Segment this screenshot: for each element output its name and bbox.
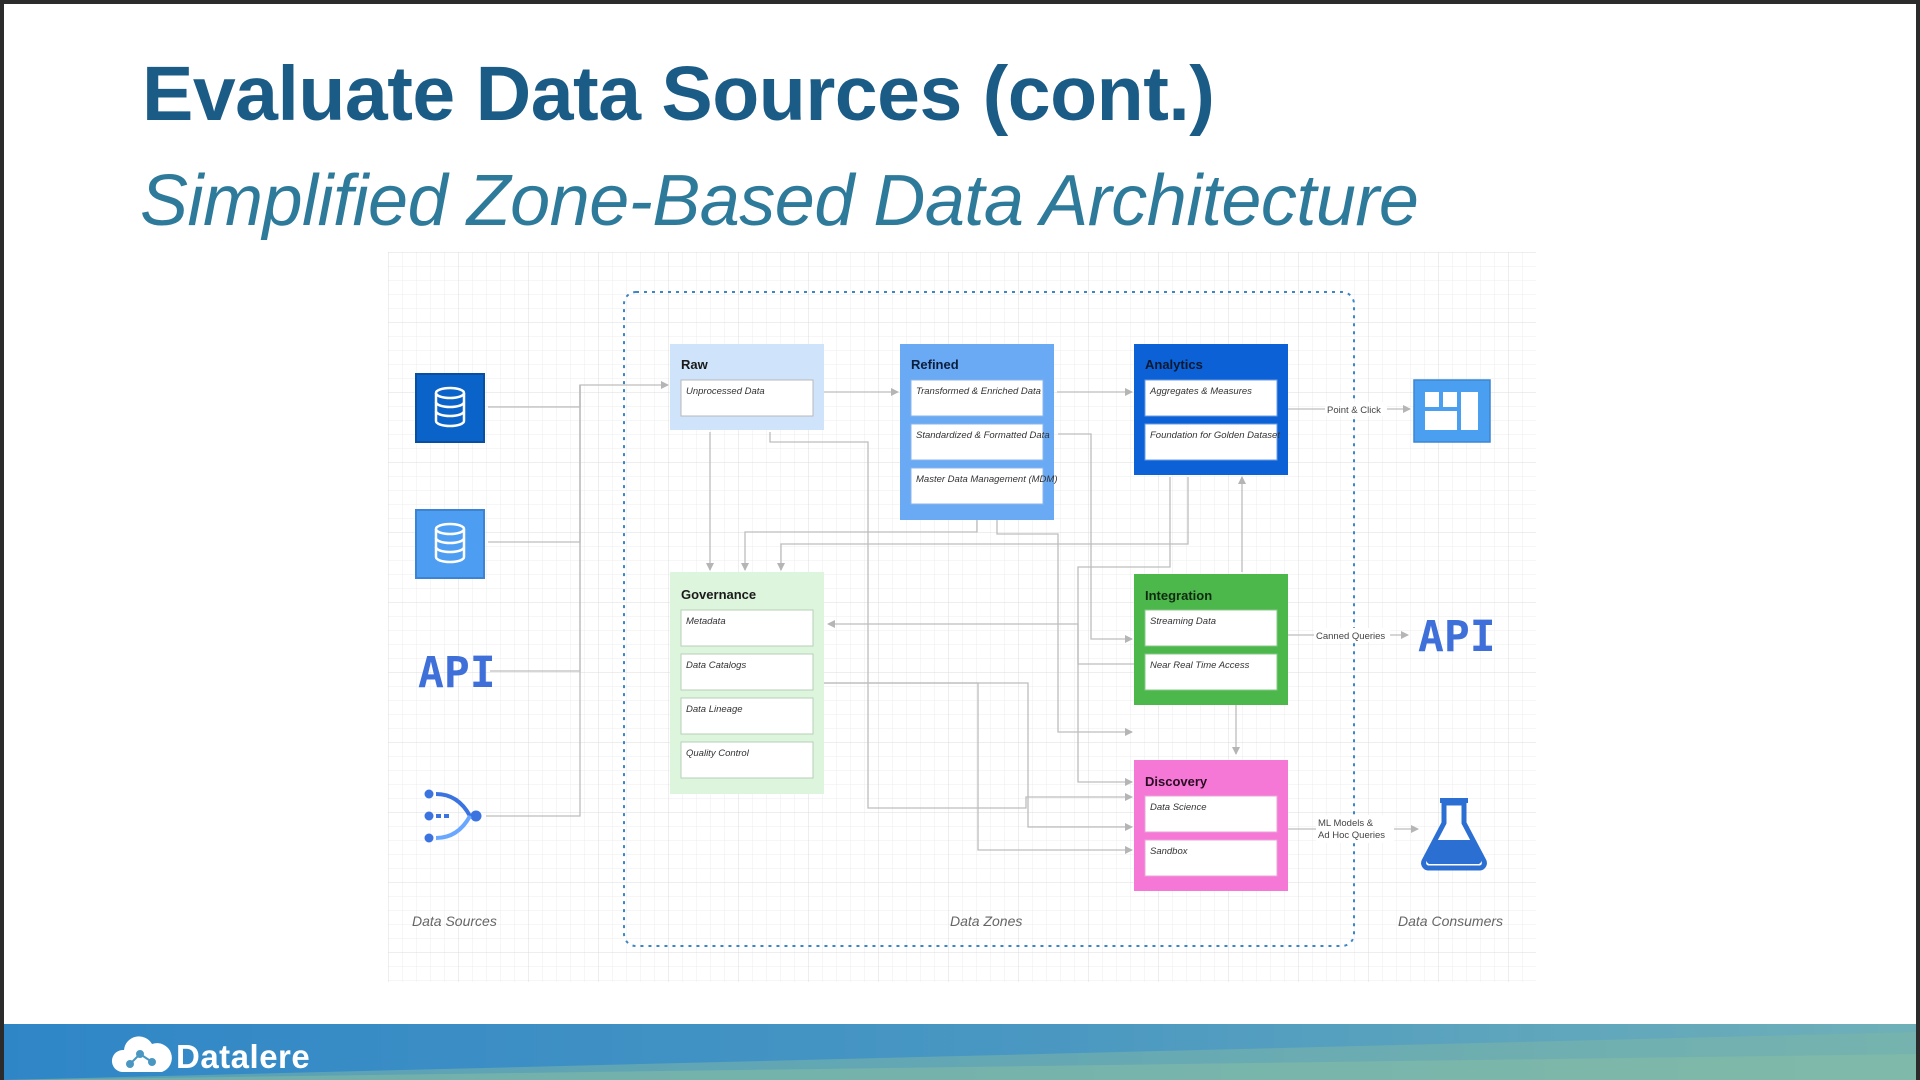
zone-integration-item: Near Real Time Access — [1150, 660, 1250, 671]
stream-icon — [424, 789, 482, 843]
zone-integration-title: Integration — [1145, 588, 1212, 603]
zone-analytics-title: Analytics — [1145, 357, 1203, 372]
zone-raw-item: Unprocessed Data — [686, 386, 765, 397]
source-api-icon: API — [418, 648, 496, 698]
zone-raw: Raw Unprocessed Data — [670, 344, 824, 430]
zone-discovery-item: Data Science — [1150, 802, 1207, 813]
edge-label-ml-models: ML Models & — [1318, 818, 1374, 829]
zone-analytics-item: Foundation for Golden Dataset — [1150, 430, 1280, 441]
source-database-secondary — [415, 509, 485, 579]
dashboard-icon — [1413, 379, 1491, 443]
zone-analytics-item: Aggregates & Measures — [1149, 386, 1252, 397]
zone-refined-item: Standardized & Formatted Data — [916, 430, 1050, 441]
label-data-zones: Data Zones — [950, 913, 1022, 929]
zone-integration: Integration Streaming Data Near Real Tim… — [1134, 574, 1288, 705]
label-data-consumers: Data Consumers — [1398, 913, 1503, 929]
zone-governance-title: Governance — [681, 587, 756, 602]
zone-governance-item: Quality Control — [686, 748, 750, 759]
edge-label-point-click: Point & Click — [1327, 405, 1381, 416]
zone-analytics: Analytics Aggregates & Measures Foundati… — [1134, 344, 1288, 475]
flask-icon — [1421, 798, 1487, 871]
label-data-sources: Data Sources — [412, 913, 497, 929]
zone-discovery: Discovery Data Science Sandbox — [1134, 760, 1288, 891]
zone-refined-item: Master Data Management (MDM) — [916, 474, 1057, 485]
footer-band — [4, 1024, 1916, 1080]
zone-governance: Governance Metadata Data Catalogs Data L… — [670, 572, 824, 794]
zone-refined-item: Transformed & Enriched Data — [916, 386, 1041, 397]
architecture-diagram: Point & Click Canned Queries ML Models &… — [388, 252, 1536, 982]
source-database-primary — [415, 373, 485, 443]
zone-discovery-title: Discovery — [1145, 774, 1208, 789]
zone-governance-item: Data Lineage — [686, 704, 743, 715]
footer-brand: Datalere — [176, 1038, 311, 1075]
zone-refined-title: Refined — [911, 357, 959, 372]
cloud-network-icon — [111, 1036, 172, 1072]
zone-integration-item: Streaming Data — [1150, 616, 1216, 627]
zone-governance-item: Metadata — [686, 616, 726, 627]
zone-refined: Refined Transformed & Enriched Data Stan… — [900, 344, 1057, 520]
zone-raw-title: Raw — [681, 357, 709, 372]
slide-subtitle: Simplified Zone-Based Data Architecture — [140, 161, 1419, 241]
data-zones-container — [623, 291, 1355, 947]
edge-label-canned-queries: Canned Queries — [1316, 631, 1385, 642]
edge-label-adhoc-queries: Ad Hoc Queries — [1318, 830, 1385, 841]
slide-title: Evaluate Data Sources (cont.) — [142, 51, 1215, 137]
consumer-api-icon: API — [1418, 612, 1496, 662]
zone-governance-item: Data Catalogs — [686, 660, 746, 671]
zone-discovery-item: Sandbox — [1150, 846, 1189, 857]
